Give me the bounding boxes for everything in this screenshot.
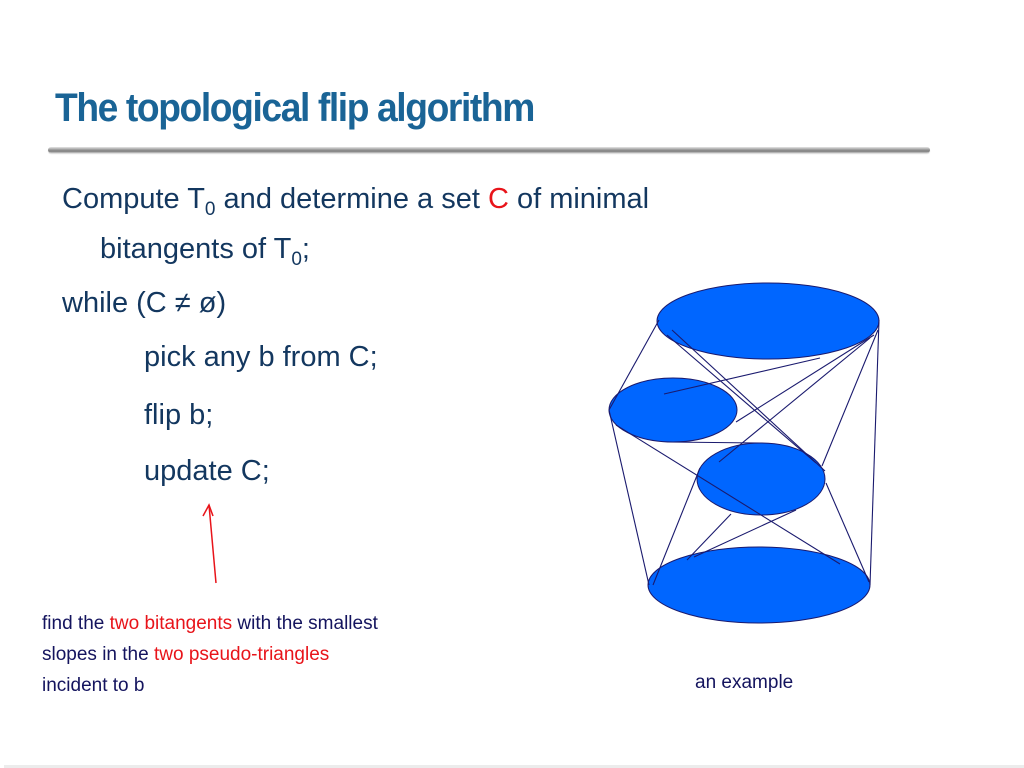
bitangent-lines bbox=[608, 319, 880, 586]
algorithm-line-compute: Compute T0 and determine a set C of mini… bbox=[62, 172, 649, 226]
slide-title: The topological flip algorithm bbox=[55, 86, 535, 130]
algorithm-line-pick: pick any b from C; bbox=[144, 341, 378, 373]
bitangent-example-figure bbox=[608, 282, 880, 624]
figure-caption: an example bbox=[695, 672, 794, 693]
obstacle-bottom-ellipse bbox=[647, 546, 871, 624]
text-minimal: of minimal bbox=[508, 183, 650, 215]
subscript-zero: 0 bbox=[204, 199, 216, 220]
subscript-zero: 0 bbox=[291, 249, 302, 270]
algorithm-line-flip: flip b; bbox=[144, 399, 214, 431]
annotation-highlight: two bitangents bbox=[109, 613, 233, 634]
arrow-icon bbox=[202, 503, 217, 584]
annotation-text: slopes in the bbox=[42, 644, 154, 665]
annotation-line-1: find the two bitangents with the smalles… bbox=[42, 608, 378, 639]
annotation-highlight: two pseudo-triangles bbox=[153, 644, 330, 665]
annotation-text: with the smallest bbox=[232, 613, 378, 634]
text-determine: and determine a set bbox=[215, 183, 488, 215]
annotation-text: find the bbox=[42, 613, 110, 634]
flip-annotation: find the two bitangents with the smalles… bbox=[42, 608, 378, 701]
annotation-line-2: slopes in the two pseudo-triangles bbox=[42, 639, 378, 670]
text-compute: Compute T bbox=[62, 183, 205, 215]
algorithm-line-while: while (C ≠ ø) bbox=[62, 287, 227, 319]
set-c-highlight: C bbox=[487, 183, 509, 215]
algorithm-line-bitangents: bitangents of T0; bbox=[100, 222, 310, 276]
algorithm-line-update: update C; bbox=[144, 455, 270, 487]
title-divider bbox=[48, 147, 930, 153]
slide-bottom-edge bbox=[4, 765, 1024, 768]
text-bitangents-of: bitangents of T bbox=[100, 233, 292, 265]
text-semicolon: ; bbox=[301, 233, 310, 265]
annotation-line-3: incident to b bbox=[42, 675, 145, 696]
